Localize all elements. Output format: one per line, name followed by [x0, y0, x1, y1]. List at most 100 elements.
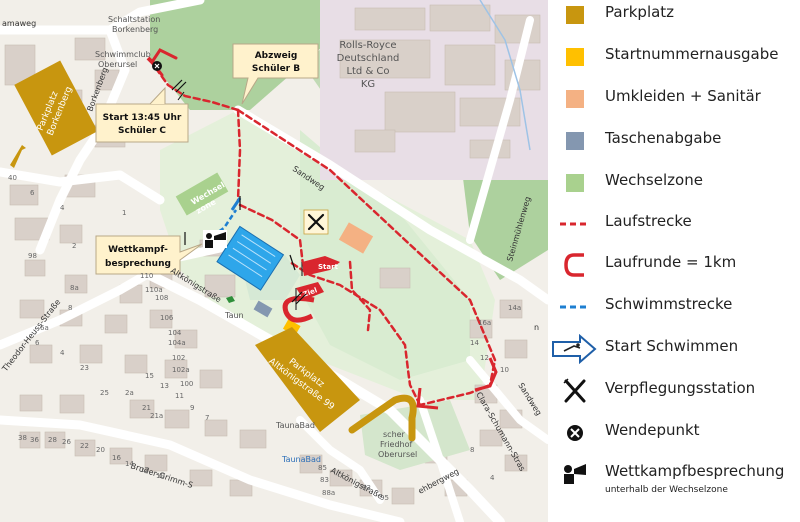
callout-start-c-line2: Schüler C [118, 126, 166, 136]
taschenabgabe-area[interactable] [253, 300, 273, 318]
house-number: 102 [172, 354, 185, 362]
house-number: 98 [28, 252, 37, 260]
callout-abzweig-line2: Schüler B [252, 64, 300, 74]
house-number: 14 [470, 339, 479, 347]
house-number: 23 [80, 364, 89, 372]
parking-altkoenig[interactable] [255, 327, 360, 432]
house-number: 93 [362, 484, 371, 492]
start-flag-label: Start [318, 263, 339, 271]
house-number: 7 [205, 414, 209, 422]
house-number: 106 [160, 314, 174, 322]
schwimmstrecke-route[interactable] [205, 209, 238, 242]
label-taunabad-3: Taun [224, 311, 244, 320]
house-number: 38 [18, 434, 27, 442]
legend-swatch-parkplatz [556, 0, 592, 30]
creek [479, 0, 531, 151]
callout-start-c-line1: Start 13:45 Uhr [103, 113, 182, 123]
house-number: 104a [168, 339, 186, 347]
umkleiden-area[interactable] [338, 222, 374, 254]
legend-item-wendepunkt: Wendepunkt [548, 418, 800, 448]
callout-wettkampf-line1: Wettkampf- [108, 245, 168, 255]
legend-swatch-umkleiden [556, 84, 592, 114]
house-number: 14 [125, 460, 134, 468]
legend-item-taschen: Taschenabgabe [548, 126, 800, 156]
house-number: 25 [100, 389, 109, 397]
ziel-flag[interactable]: Ziel [295, 282, 324, 310]
route-corner-south [416, 387, 439, 410]
label-rolls-2: Deutschland [337, 53, 400, 64]
legend-item-parkplatz: Parkplatz [548, 0, 800, 30]
laufstrecke-route[interactable] [148, 58, 497, 407]
callout-abzweig-line1: Abzweig [255, 51, 298, 61]
house-number: 4 [60, 204, 65, 212]
house-number: 95 [380, 494, 389, 502]
house-number: 20 [96, 446, 105, 454]
callout-abzweig[interactable]: Abzweig Schüler B [232, 43, 319, 105]
legend-label-startnummern: Startnummernausgabe [605, 45, 779, 63]
course-map[interactable]: Wechsel zone Parkplatz Borkenberg Parkpl… [0, 0, 548, 522]
house-number: 110a [145, 286, 163, 294]
legend-label-wettkampf: Wettkampfbesprechung [605, 462, 785, 480]
house-number: 40 [8, 174, 17, 182]
callout-wettkampf-line2: besprechung [105, 259, 171, 269]
label-friedhof-2: Friedhof [380, 440, 412, 449]
legend-item-umkleiden: Umkleiden + Sanitär [548, 84, 800, 114]
house-number: 6 [30, 189, 35, 197]
sports-field [300, 130, 470, 380]
legend-item-laufrunde: Laufrunde = 1km [548, 250, 800, 280]
route-corner-east [474, 357, 498, 392]
callout-start-c[interactable]: Start 13:45 Uhr Schüler C [95, 86, 189, 143]
label-street-amaweg: amaweg [2, 19, 36, 28]
swimmer-symbol-icon [226, 296, 235, 303]
house-number: 2a [125, 389, 134, 397]
swimming-pool[interactable] [216, 225, 285, 291]
legend-swatch-taschen [556, 126, 592, 156]
label-rolls-4: KG [361, 79, 375, 90]
house-number: 21 [142, 404, 151, 412]
wettkampf-briefing-icon[interactable] [203, 230, 227, 248]
house-number: 83 [320, 476, 329, 484]
house-number: 13 [160, 382, 169, 390]
house-number: 100 [180, 380, 193, 388]
wechselzone-area[interactable] [175, 172, 229, 216]
house-number: 16 [112, 454, 121, 462]
swim-route-end [230, 197, 242, 211]
legend-item-start-schwimmen: Start Schwimmen [548, 333, 800, 365]
start-flag[interactable]: Start [301, 256, 340, 276]
house-number: 108 [155, 294, 168, 302]
parking-borkenberg[interactable] [14, 60, 98, 156]
legend-label-laufstrecke: Laufstrecke [605, 212, 692, 230]
house-numbers: 406421110110a108106104104a102102a100988a… [8, 174, 521, 502]
label-rolls-3: Ltd & Co [346, 66, 389, 77]
legend-label-start-schwimmen: Start Schwimmen [605, 337, 739, 355]
house-number: 26 [62, 438, 71, 446]
house-number: 8 [68, 304, 72, 312]
turnaround-icon [556, 418, 592, 448]
legend-label-umkleiden: Umkleiden + Sanitär [605, 87, 761, 105]
legend-swatch-wechselzone [556, 168, 592, 198]
verpflegung-icon[interactable] [303, 209, 329, 235]
company-labels: Rolls-Royce Deutschland Ltd & Co KG [337, 40, 400, 90]
u-turn-icon [556, 250, 592, 280]
legend-label-parkplatz: Parkplatz [605, 3, 675, 21]
house-number: 6 [35, 339, 40, 347]
house-number: 16a [478, 319, 491, 327]
legend-label-verpflegung: Verpflegungsstation [605, 379, 756, 397]
label-taunabad-2: TaunaBad [281, 455, 321, 464]
house-number: 104 [168, 329, 182, 337]
dash-icon [177, 91, 185, 101]
legend-item-wechselzone: Wechselzone [548, 168, 800, 198]
house-number: 4 [60, 349, 65, 357]
house-number: 12 [480, 354, 489, 362]
callout-wettkampf[interactable]: Wettkampf- besprechung [95, 235, 203, 275]
house-number: 11 [175, 392, 184, 400]
house-number: 36 [30, 436, 39, 444]
legend-item-schwimmstrecke: Schwimmstrecke [548, 292, 800, 322]
house-number: 8a [70, 284, 79, 292]
blue-dashed-line-icon [556, 292, 592, 322]
label-rolls-1: Rolls-Royce [339, 40, 396, 51]
legend-swatch-startnummern [556, 42, 592, 72]
swim-arrow-icon [550, 333, 598, 365]
house-number: 102a [172, 366, 190, 374]
house-number: 10 [500, 366, 509, 374]
